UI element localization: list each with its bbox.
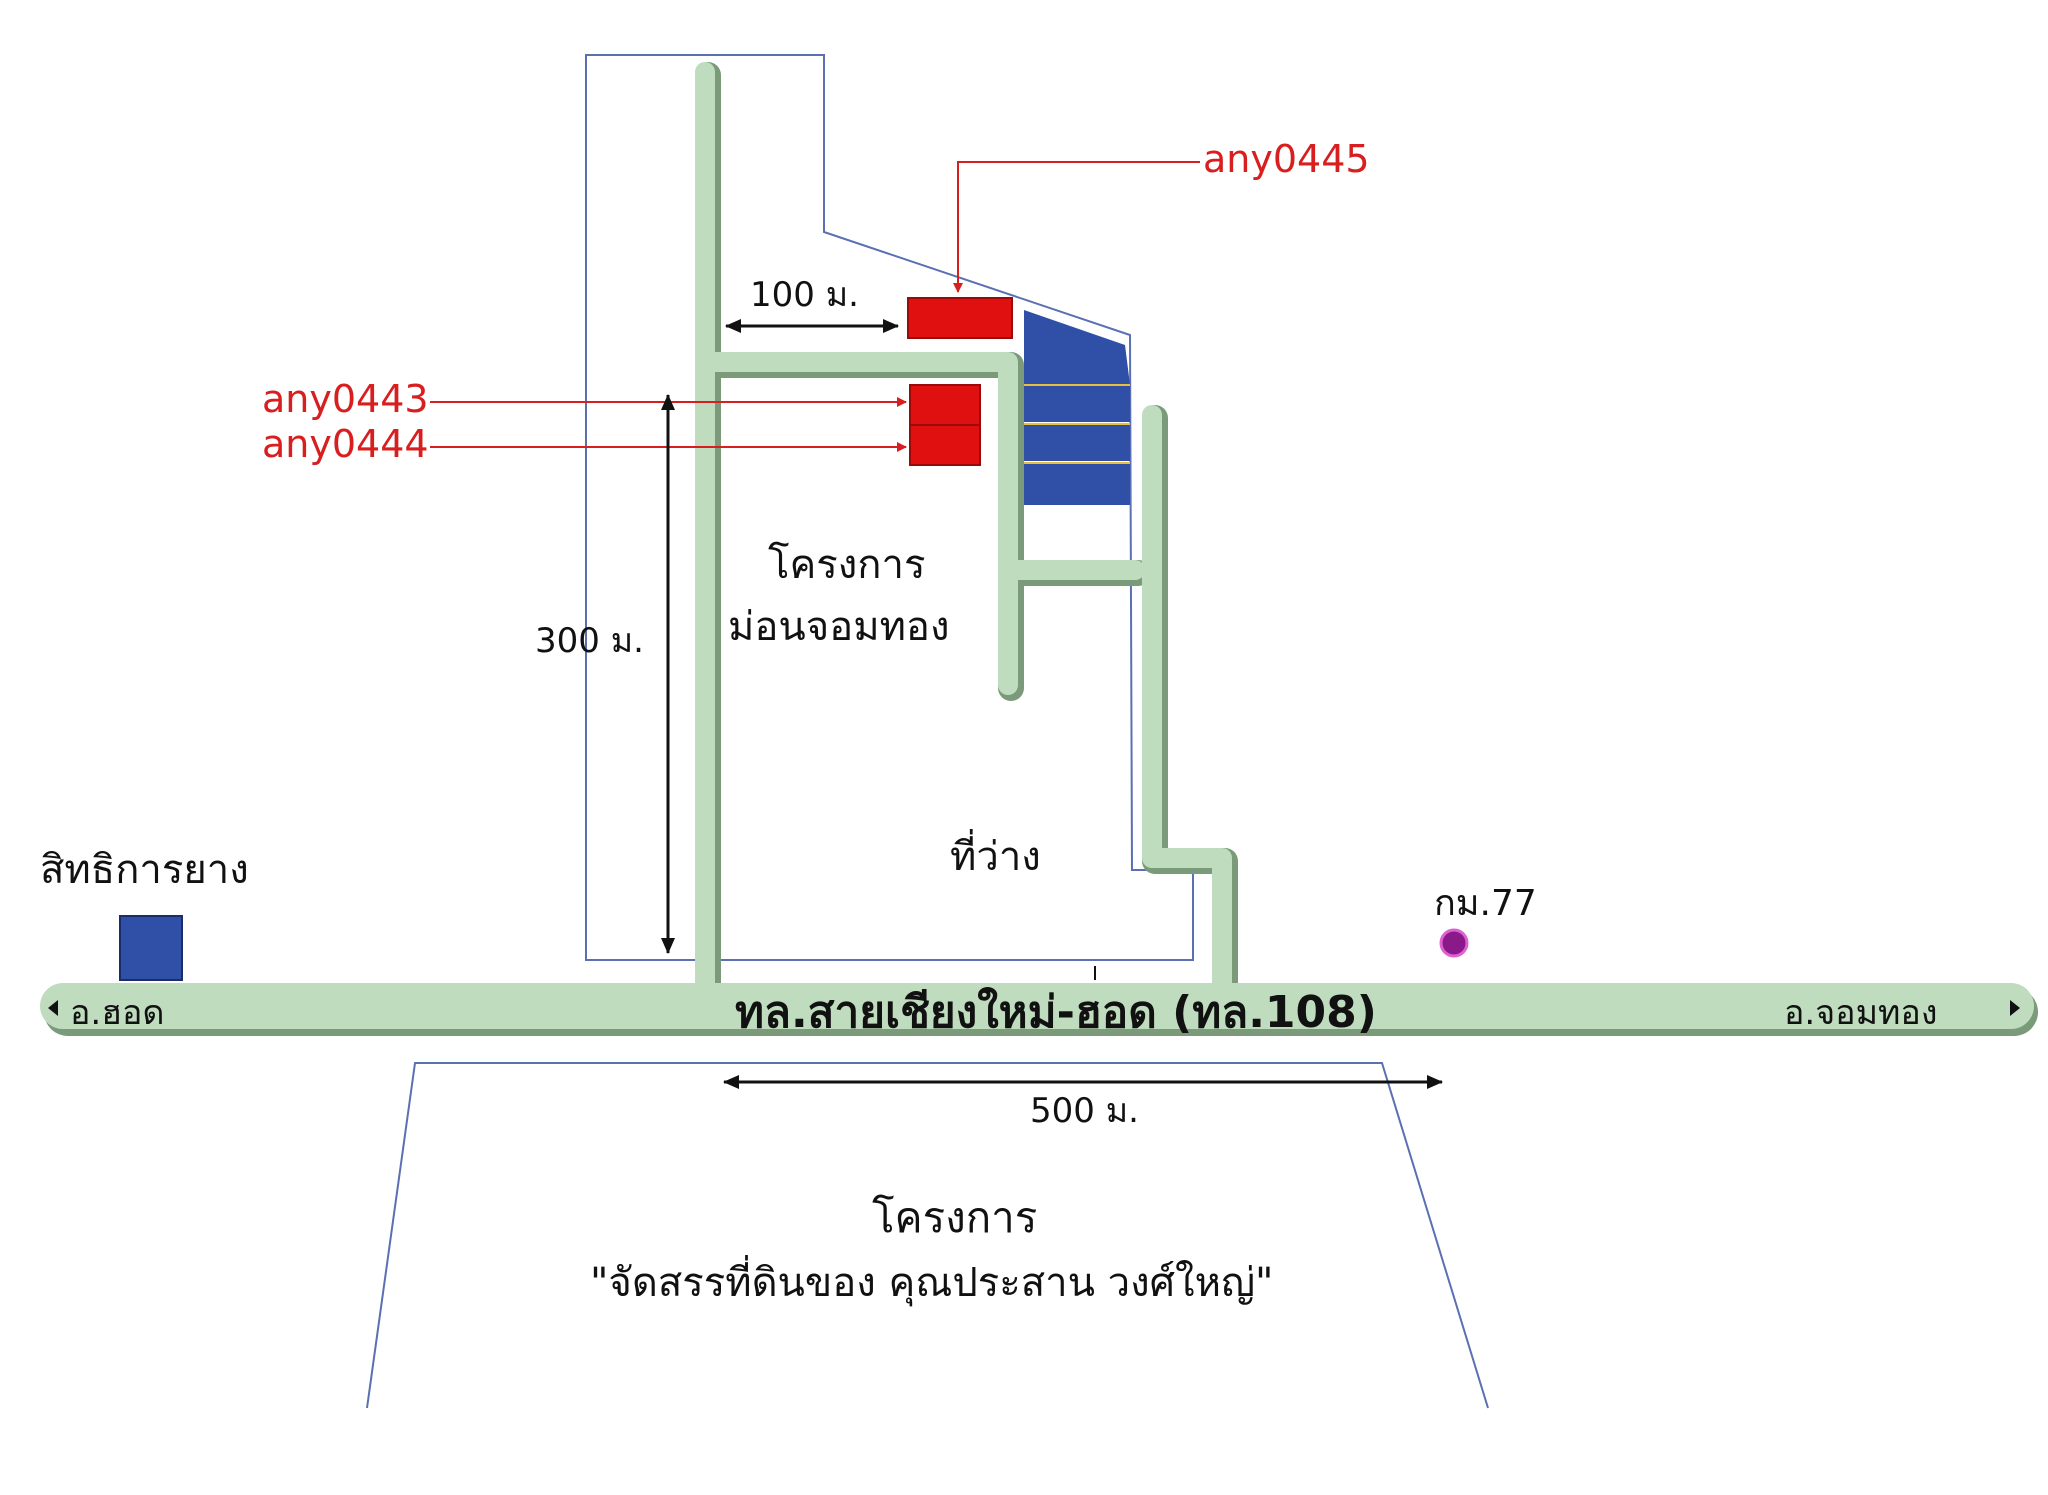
label-main-road: ทล.สายเชียงใหม่-ฮอด (ทล.108) [735,986,1377,1038]
label-dir-left: อ.ฮอด [70,993,164,1033]
south-project-boundary [366,1062,1489,1409]
label-dist-100: 100 ม. [750,275,859,315]
label-south-line1: โครงการ [872,1193,1037,1242]
internal-roads [695,62,1238,1001]
plot-block [1024,310,1130,505]
plot-any0444[interactable] [909,424,981,466]
label-km-marker: กม.77 [1434,883,1537,924]
right-direction-arrow-icon [2010,1000,2020,1016]
plot-any0443[interactable] [909,384,981,426]
label-any0445: any0445 [1203,137,1370,181]
main-highway [40,983,2038,1036]
label-dir-right: อ.จอมทอง [1784,993,1937,1033]
east-access-road [1142,405,1232,995]
project-boundary [585,54,1194,961]
label-rubber-dealer: สิทธิการยาง [40,847,249,893]
callout-any0445 [953,161,1200,293]
label-dist-500: 500 ม. [1030,1091,1139,1131]
label-south-line2: "จัดสรรที่ดินของ คุณประสาน วงศ์ใหญ่" [590,1255,1273,1307]
left-direction-arrow-icon [48,1000,58,1016]
dimension-arrows [661,319,1443,1089]
km-marker-dot [1439,928,1469,958]
label-project-line2: ม่อนจอมทอง [728,604,949,650]
label-any0444: any0444 [262,422,429,466]
rubber-dealer-marker[interactable] [119,915,183,981]
plot-any0445[interactable] [907,297,1013,339]
label-any0443: any0443 [262,377,429,421]
label-dist-300: 300 ม. [535,621,644,661]
label-vacant-land: ที่ว่าง [950,829,1041,880]
label-project-line1: โครงการ [768,542,925,588]
